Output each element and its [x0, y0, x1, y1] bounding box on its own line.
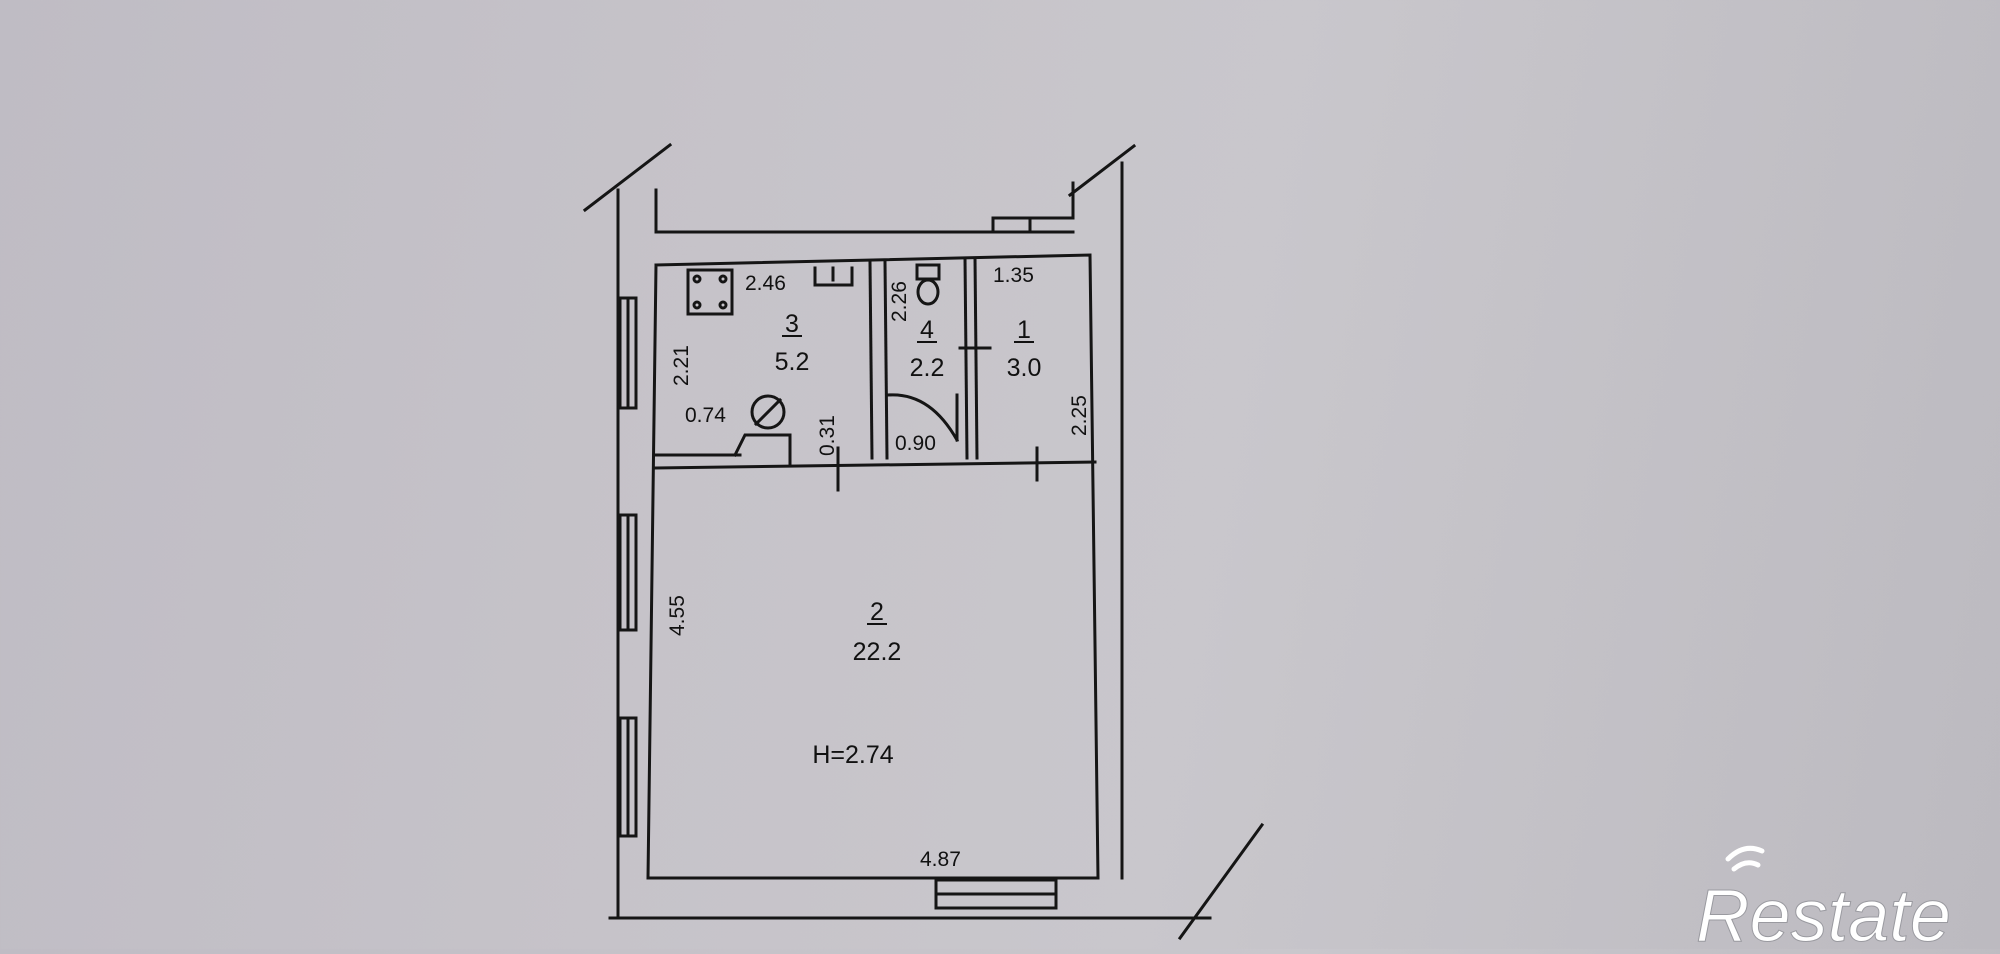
restate-watermark: Restate	[1670, 829, 2000, 954]
dim-door-kitchen: 0.31	[816, 415, 839, 456]
dim-hall-width: 1.35	[993, 264, 1034, 287]
room-4-number: 4	[920, 316, 934, 344]
dim-kitchen-depth: 2.21	[670, 345, 693, 386]
dim-room-width: 4.87	[920, 848, 961, 871]
partition-bath-right2	[973, 256, 979, 460]
dim-kitchen-width: 2.46	[745, 272, 786, 295]
partition-bath-right	[963, 256, 969, 460]
room-3-number: 3	[785, 310, 799, 338]
bottom-right-stub	[1177, 822, 1265, 941]
dim-stove-offset: 0.74	[685, 404, 726, 427]
dim-bath-depth: 2.26	[888, 281, 911, 322]
inner-outline	[646, 253, 1100, 880]
ceiling-height: H=2.74	[812, 741, 893, 769]
top-notch	[991, 181, 1075, 220]
room-2-area: 22.2	[853, 638, 902, 666]
room-3-area: 5.2	[775, 348, 810, 376]
bath-door-swing	[886, 393, 960, 443]
boiler	[750, 394, 786, 430]
left-wall-top-stub	[582, 142, 673, 213]
divider-horizontal	[654, 460, 1097, 470]
outer-wall-top	[654, 188, 995, 234]
dim-door-bath: 0.90	[895, 432, 936, 455]
chimney	[732, 433, 792, 467]
room-1-number: 1	[1017, 316, 1031, 344]
restate-logo: Restate	[1696, 845, 1952, 954]
watermark-text: Restate	[1696, 874, 1951, 949]
dim-room-depth: 4.55	[666, 595, 689, 636]
room-4-area: 2.2	[910, 354, 945, 382]
toilet-tank	[915, 263, 941, 281]
partition-bath-left2	[883, 260, 889, 460]
stove	[686, 268, 734, 316]
room-2-number: 2	[870, 598, 884, 626]
dim-hall-depth: 2.25	[1068, 395, 1091, 436]
partition-bath-left	[868, 260, 874, 460]
sink	[813, 266, 854, 287]
toilet-bowl	[916, 278, 940, 306]
right-wall-top-stub	[1067, 143, 1137, 198]
room-1-area: 3.0	[1007, 354, 1042, 382]
